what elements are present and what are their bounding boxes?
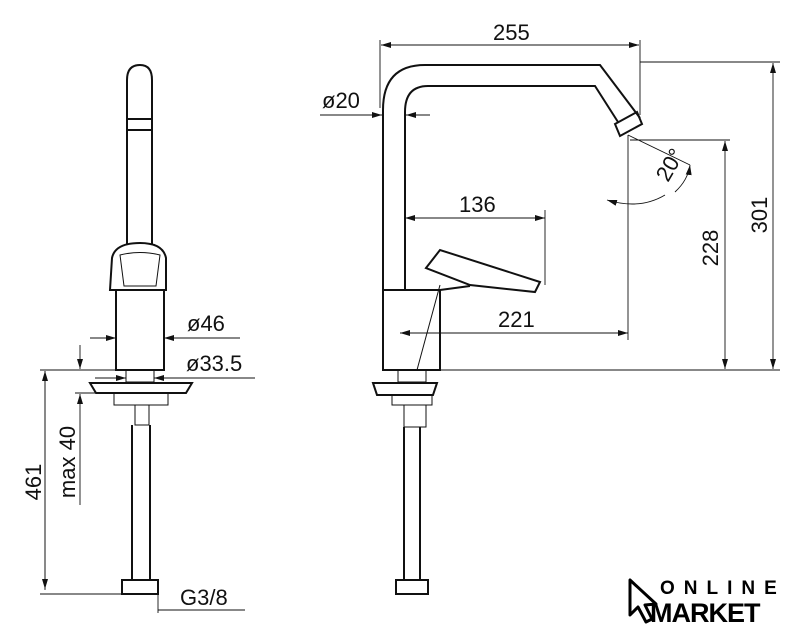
dim-dia-46: ø46 [187, 311, 225, 336]
logo-line2: MARKET [650, 598, 761, 628]
dim-height-461: 461 [21, 464, 46, 501]
cursor-icon [628, 578, 658, 624]
side-view-faucet [371, 64, 644, 595]
side-view-dimensions [320, 40, 780, 371]
dim-max-40: max 40 [55, 426, 80, 498]
dim-width-255: 255 [493, 20, 530, 45]
dim-len-136: 136 [459, 192, 496, 217]
dim-height-301: 301 [747, 197, 772, 234]
logo-line1: ONLINE [660, 578, 786, 599]
front-view-faucet [88, 63, 194, 595]
dim-angle-20: 20° [651, 144, 689, 185]
front-view-dimensions [40, 335, 255, 613]
online-market-logo: ONLINE MARKET [628, 578, 786, 628]
dim-dia-20: ø20 [322, 88, 360, 113]
dim-height-228: 228 [698, 230, 723, 267]
dim-dia-33-5: ø33.5 [186, 351, 242, 376]
dim-len-221: 221 [498, 307, 535, 332]
dim-thread-g3-8: G3/8 [180, 585, 228, 610]
